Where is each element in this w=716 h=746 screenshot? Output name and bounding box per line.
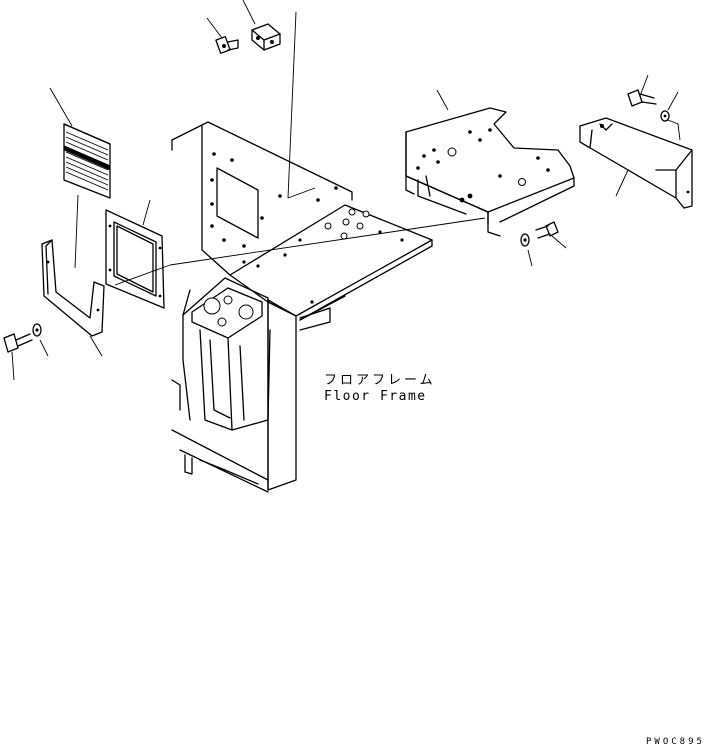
step-bracket (579, 117, 693, 209)
air-filter (49, 87, 111, 199)
filter-frame (105, 199, 165, 309)
right-lower-washer (520, 233, 533, 267)
frame-label-english: Floor Frame (324, 389, 427, 404)
left-bolt (3, 333, 33, 381)
right-floor-plate (405, 89, 575, 237)
upper-right-washer (660, 91, 681, 141)
frame-label-japanese: フロアフレーム (324, 373, 436, 388)
left-washer (32, 323, 49, 357)
top-spacer-block (242, 0, 281, 51)
drawing-code: PWOC895 (646, 737, 705, 746)
top-bolt (206, 17, 239, 54)
filter-bracket (41, 194, 105, 357)
right-lower-bolt (535, 221, 567, 249)
frame-holes (210, 152, 404, 304)
floor-frame (114, 11, 486, 493)
upper-right-bolt (627, 74, 657, 107)
